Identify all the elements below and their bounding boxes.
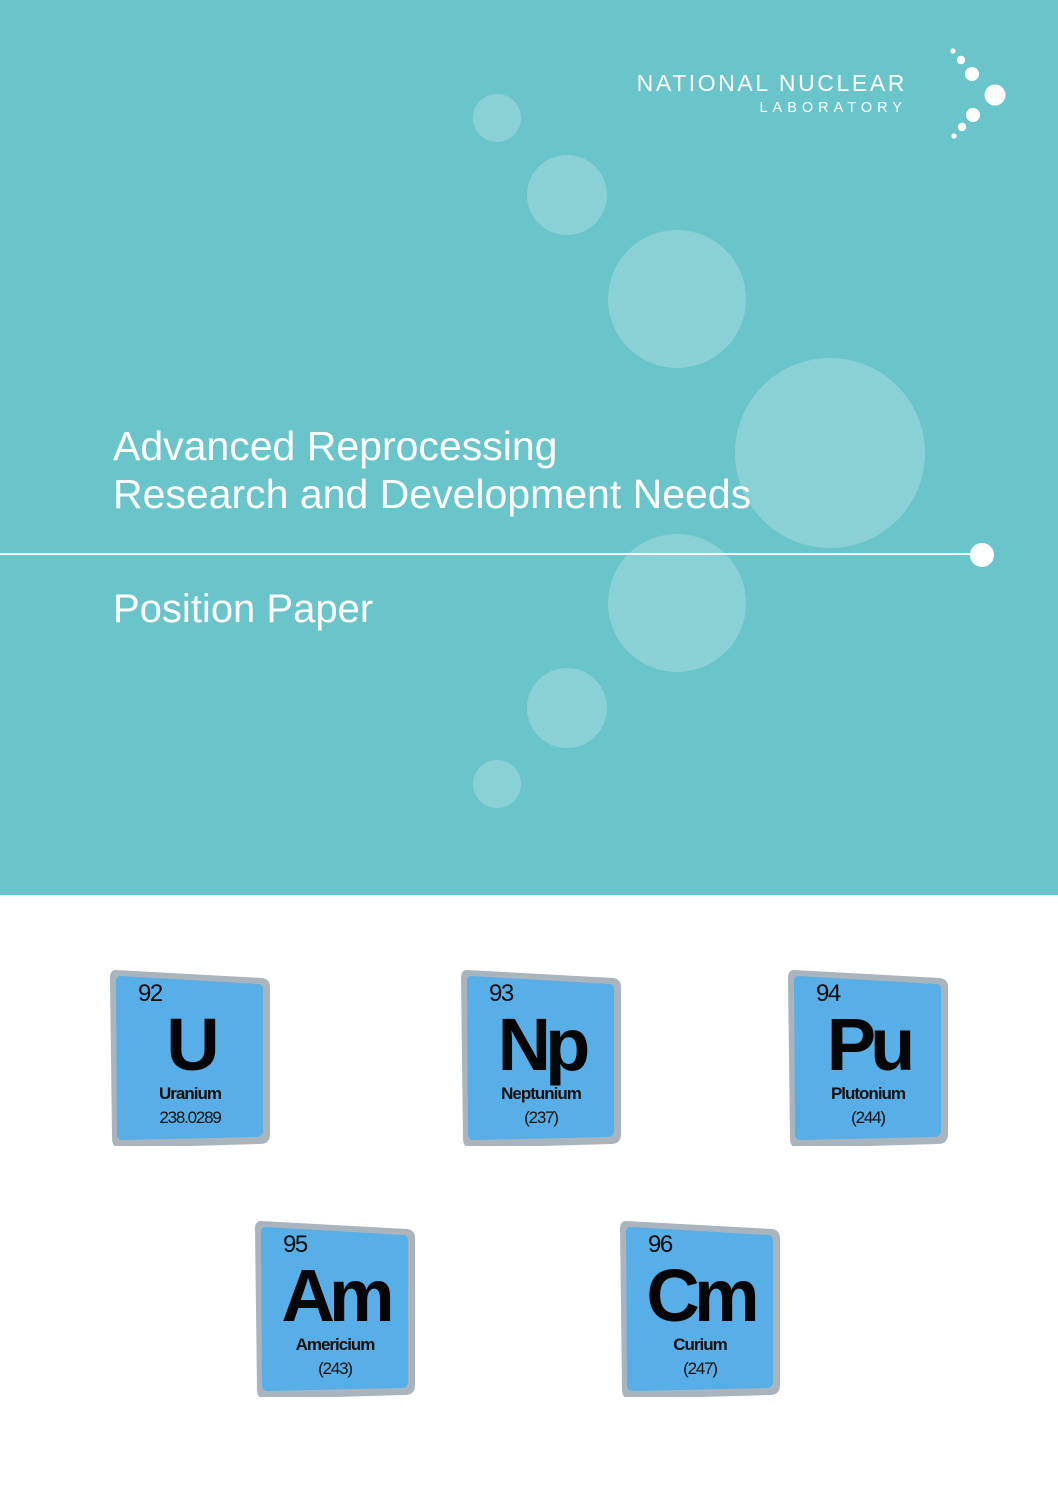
element-name: Neptunium	[501, 1084, 582, 1103]
tile-frame-icon	[461, 970, 621, 1146]
atomic-mass: (243)	[318, 1359, 353, 1378]
decorative-circle	[473, 760, 521, 808]
nnl-logo: NATIONAL NUCLEAR LABORATORY	[637, 44, 1020, 144]
title-line2: Research and Development Needs	[113, 471, 752, 517]
title-line1: Advanced Reprocessing	[113, 423, 558, 469]
atomic-mass: (244)	[851, 1108, 886, 1127]
tile-frame-icon	[110, 970, 270, 1146]
element-symbol: Np	[497, 1003, 591, 1086]
atomic-number: 94	[816, 980, 841, 1007]
decorative-circle	[527, 155, 607, 235]
logo-dots-icon	[950, 48, 1006, 139]
logo-text-line1: NATIONAL NUCLEAR	[636, 70, 907, 96]
document-title: Advanced Reprocessing Research and Devel…	[113, 422, 751, 518]
element-tile-uranium: 92 U Uranium 238.0289	[110, 966, 270, 1146]
logo-text-line2: LABORATORY	[759, 100, 907, 116]
element-tile-curium: 96 Cm Curium (247)	[620, 1217, 780, 1397]
decorative-circle	[735, 358, 925, 548]
cover-hero-panel: NATIONAL NUCLEAR LABORATORY Advanced Rep…	[0, 0, 1058, 895]
document-subtitle: Position Paper	[113, 587, 374, 631]
tile-frame-icon	[620, 1221, 780, 1397]
decorative-circle	[608, 534, 746, 672]
title-divider	[0, 553, 975, 555]
element-name: Americium	[295, 1335, 376, 1354]
element-tile-neptunium: 93 Np Neptunium (237)	[461, 966, 621, 1146]
element-name: Curium	[673, 1335, 728, 1354]
atomic-number: 92	[138, 980, 163, 1007]
element-symbol: Am	[281, 1254, 394, 1337]
decorative-circle	[608, 230, 746, 368]
element-symbol: Pu	[826, 1003, 916, 1086]
element-tile-americium: 95 Am Americium (243)	[255, 1217, 415, 1397]
atomic-number: 95	[283, 1231, 308, 1258]
atomic-mass: (247)	[683, 1359, 718, 1378]
element-symbol: U	[166, 1003, 219, 1086]
atomic-mass: 238.0289	[159, 1108, 222, 1127]
tile-frame-icon	[788, 970, 948, 1146]
element-name: Plutonium	[830, 1084, 906, 1103]
decorative-circle	[473, 94, 521, 142]
tile-frame-icon	[255, 1221, 415, 1397]
decorative-circle	[527, 668, 607, 748]
atomic-number: 93	[489, 980, 514, 1007]
atomic-mass: (237)	[524, 1108, 559, 1127]
element-name: Uranium	[159, 1084, 222, 1103]
divider-end-dot	[970, 543, 994, 567]
atomic-number: 96	[648, 1231, 673, 1258]
element-symbol: Cm	[646, 1254, 759, 1337]
element-tile-plutonium: 94 Pu Plutonium (244)	[788, 966, 948, 1146]
